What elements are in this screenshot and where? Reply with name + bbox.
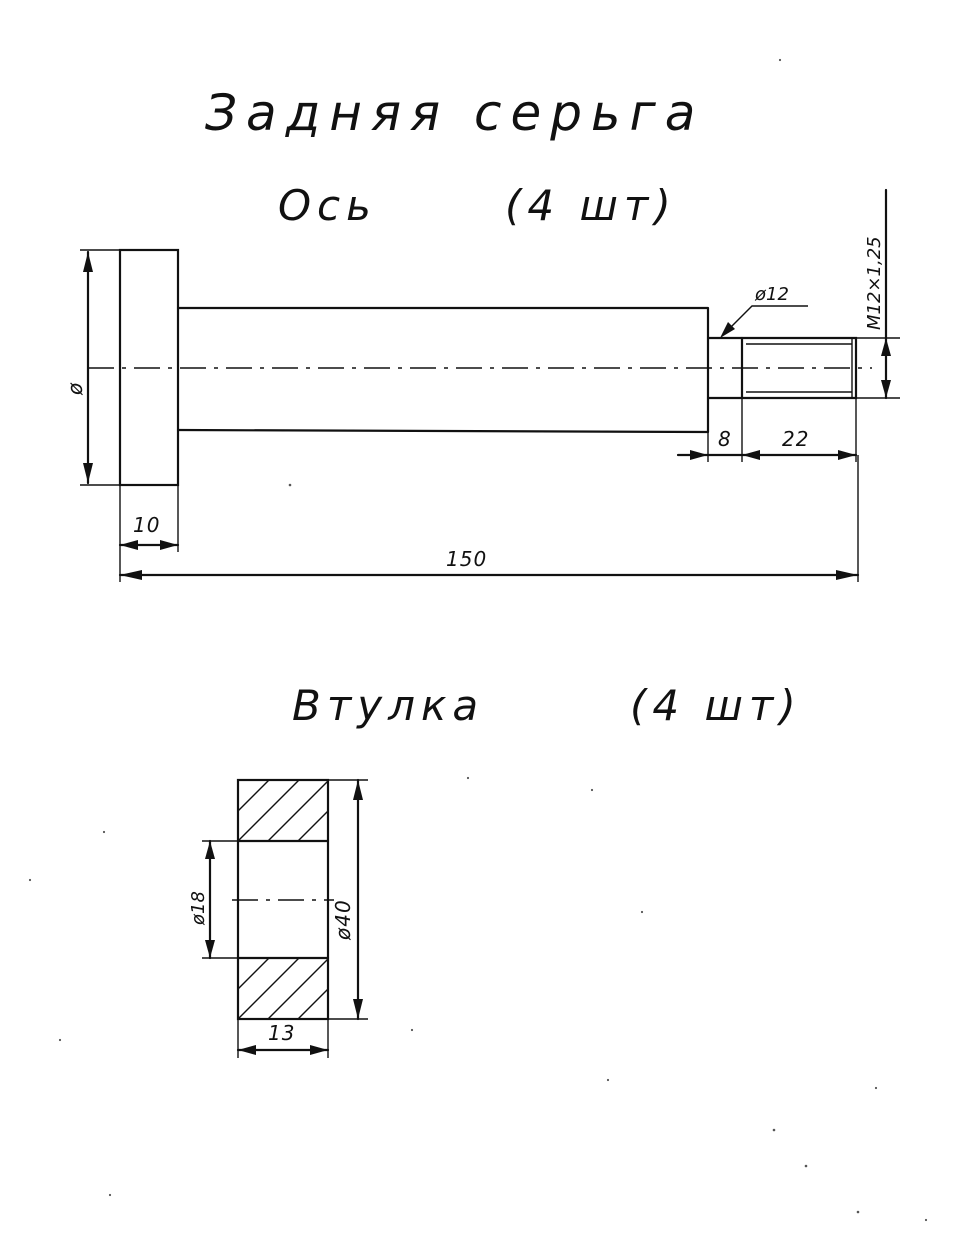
thread-spec-arrow-bottom — [881, 380, 891, 398]
neck-length-arrow — [690, 450, 708, 460]
bushing-length-label: 13 — [268, 1021, 295, 1045]
bushing-drawing: ø18 ø40 13 — [188, 778, 368, 1058]
head-length-label: 10 — [133, 513, 160, 537]
axle-qty: (4 шт) — [505, 181, 677, 230]
head-diameter-label: ø — [63, 382, 87, 396]
total-length-arrow-right — [836, 570, 858, 580]
thread-spec-label: M12×1,25 — [864, 236, 885, 330]
bushing-hatch-bottom — [238, 958, 328, 1019]
bushing-label: Втулка — [292, 681, 484, 730]
thread-length-label: 22 — [782, 427, 809, 451]
bushing-length-arrow-right — [310, 1045, 328, 1055]
head-diameter-arrow-top — [83, 252, 93, 272]
total-length-arrow-left — [120, 570, 142, 580]
inner-diameter-label: ø18 — [188, 891, 209, 926]
axle-shaft — [176, 306, 710, 434]
thread-spec-arrow-top — [881, 338, 891, 356]
thread-length-arrow-left — [742, 450, 760, 460]
outer-diameter-arrow-top — [353, 780, 363, 800]
outer-diameter-arrow-bottom — [353, 999, 363, 1019]
axle-drawing: ø 10 150 ø12 8 22 M12×1,25 — [63, 188, 900, 582]
outer-diameter-label: ø40 — [331, 899, 355, 941]
axle-thread — [740, 336, 858, 400]
neck-length-label: 8 — [718, 427, 732, 451]
head-diameter-arrow-bottom — [83, 463, 93, 483]
neck-diameter-leader — [721, 305, 808, 337]
neck-diameter-label: ø12 — [754, 284, 789, 305]
axle-head — [118, 248, 180, 487]
thread-length-arrow-right — [838, 450, 856, 460]
total-length-label: 150 — [446, 547, 487, 571]
neck-diameter-leader-arrow — [720, 322, 735, 338]
inner-diameter-arrow-bottom — [205, 940, 215, 958]
inner-diameter-arrow-top — [205, 841, 215, 859]
head-length-arrow-left — [120, 540, 138, 550]
bushing-length-arrow-left — [238, 1045, 256, 1055]
head-length-arrow-right — [160, 540, 178, 550]
sheet-title: Задняя серьга — [205, 84, 704, 142]
axle-thread-minor — [746, 338, 853, 398]
axle-label: Ось — [278, 181, 377, 230]
scan-specks — [28, 58, 928, 1222]
bushing-hatch-top — [238, 780, 328, 841]
bushing-qty: (4 шт) — [630, 681, 802, 730]
